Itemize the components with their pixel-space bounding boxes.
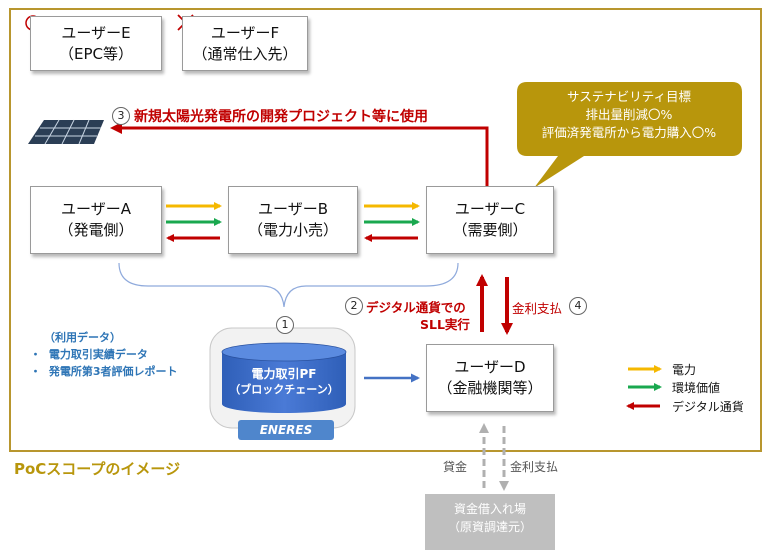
blockchain-database-icon bbox=[221, 342, 347, 413]
market-line-1: 資金借入れ場 bbox=[453, 502, 526, 516]
eneres-logo-text: ENERES bbox=[259, 423, 313, 437]
legend-digital-label: デジタル通貨 bbox=[672, 400, 744, 414]
user-d-title: ユーザーD bbox=[454, 358, 526, 376]
loan-label: 貸金 bbox=[443, 460, 468, 474]
interest-payment-label-bottom: 金利支払 bbox=[510, 460, 559, 474]
legend-env-label: 環境価値 bbox=[672, 381, 721, 395]
users-brace bbox=[118, 262, 459, 308]
digital-sll-label-line2: SLL実行 bbox=[420, 317, 470, 332]
user-a-title: ユーザーA bbox=[61, 200, 131, 218]
eneres-logo-box bbox=[238, 420, 334, 440]
user-b-box: ユーザーB （電力小売） bbox=[228, 186, 358, 254]
user-e-sub: （EPC等） bbox=[59, 44, 133, 63]
step-number-4: 4 bbox=[569, 297, 587, 315]
data-item-third-party-report: 発電所第3者評価レポート bbox=[48, 365, 178, 378]
user-f-box: ユーザーF （通常仕入先） bbox=[182, 16, 308, 71]
user-d-sub: （金融機関等） bbox=[437, 379, 543, 397]
interest-payment-label: 金利支払 bbox=[512, 301, 563, 316]
step-number-1: 1 bbox=[276, 316, 294, 334]
platform-label: 電力取引PF （ブロックチェーン） bbox=[222, 366, 346, 398]
callout-line-1: サステナビリティ目標 bbox=[566, 89, 691, 104]
user-b-title: ユーザーB bbox=[258, 200, 328, 218]
platform-subtitle: （ブロックチェーン） bbox=[229, 383, 339, 396]
bullet-2: ・ bbox=[30, 365, 41, 378]
poc-scope-label: PoCスコープのイメージ bbox=[14, 460, 181, 478]
sustainability-callout-text: サステナビリティ目標 排出量削減〇% 評価済発電所から電力購入〇% bbox=[518, 88, 740, 142]
callout-line-3: 評価済発電所から電力購入〇% bbox=[541, 125, 717, 140]
user-b-sub: （電力小売） bbox=[247, 221, 338, 239]
legend-power-label: 電力 bbox=[672, 363, 697, 377]
bullet-1: ・ bbox=[30, 348, 41, 361]
user-a-box: ユーザーA （発電側） bbox=[30, 186, 162, 254]
user-c-box: ユーザーC （需要側） bbox=[426, 186, 554, 254]
sustainability-callout-bubble bbox=[517, 82, 742, 188]
capital-market-box bbox=[425, 494, 555, 550]
callout-line-2: 排出量削減〇% bbox=[585, 107, 673, 122]
market-line-2: （原資調達元） bbox=[447, 520, 532, 534]
solar-panel-icon bbox=[28, 119, 104, 145]
user-a-sub: （発電側） bbox=[58, 221, 134, 239]
data-item-trade-record: 電力取引実績データ bbox=[48, 348, 148, 361]
data-info-title: （利用データ） bbox=[44, 331, 121, 344]
funding-arrow-c-to-solar bbox=[110, 122, 489, 186]
user-f-title: ユーザーF bbox=[210, 23, 280, 42]
platform-title: 電力取引PF bbox=[251, 367, 317, 381]
user-c-sub: （需要側） bbox=[452, 221, 528, 239]
user-f-sub: （通常仕入先） bbox=[192, 44, 298, 63]
step-number-3: 3 bbox=[112, 107, 130, 125]
data-info-item-1: ・ 電力取引実績データ bbox=[30, 347, 148, 363]
project-usage-label: 新規太陽光発電所の開発プロジェクト等に使用 bbox=[134, 109, 428, 125]
user-e-title: ユーザーE bbox=[61, 23, 131, 42]
data-info-item-2: ・ 発電所第3者評価レポート bbox=[30, 364, 178, 380]
digital-sll-label-line1: デジタル通貨での bbox=[366, 300, 466, 315]
poc-scope-frame bbox=[9, 8, 762, 452]
user-d-box: ユーザーD （金融機関等） bbox=[426, 344, 554, 412]
step-number-2: 2 bbox=[345, 297, 363, 315]
user-c-title: ユーザーC bbox=[454, 200, 526, 218]
user-e-box: ユーザーE （EPC等） bbox=[30, 16, 162, 71]
capital-market-text: 資金借入れ場 （原資調達元） bbox=[425, 500, 555, 536]
